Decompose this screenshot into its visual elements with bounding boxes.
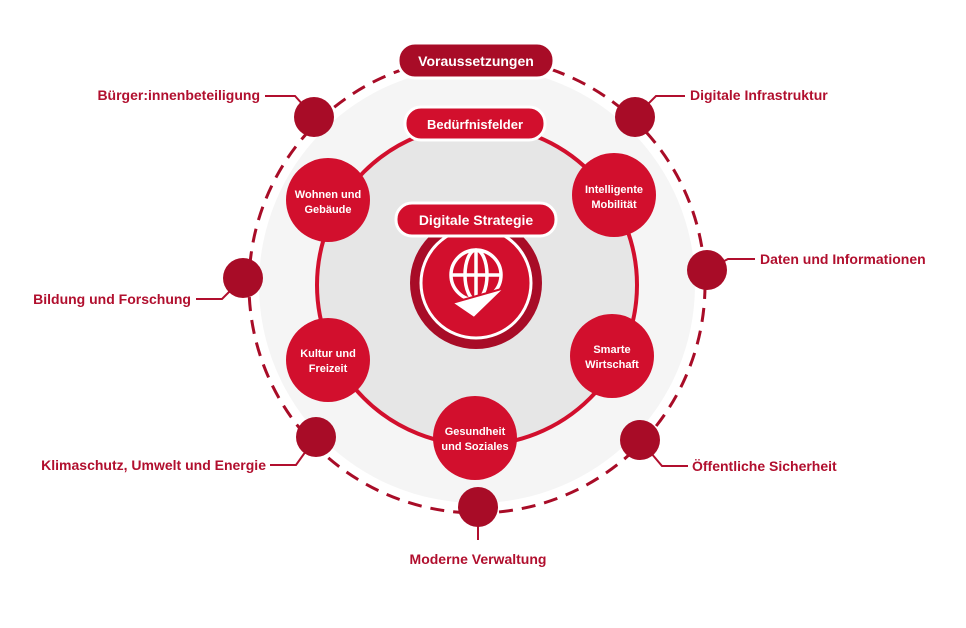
label-buergerbeteiligung: Bürger:innenbeteiligung bbox=[97, 87, 260, 103]
need-gesundheit-line2: und Soziales bbox=[441, 441, 508, 453]
need-circle-gesundheit bbox=[433, 396, 517, 480]
dot-digitale-infrastruktur bbox=[615, 97, 655, 137]
center-title: Digitale Strategie bbox=[419, 212, 534, 228]
need-gesundheit: Gesundheit und Soziales bbox=[441, 426, 508, 453]
needs-title: Bedürfnisfelder bbox=[427, 117, 523, 132]
need-mobilitaet-line1: Intelligente bbox=[585, 184, 643, 196]
globe-paper-plane-icon bbox=[449, 248, 506, 320]
label-klimaschutz: Klimaschutz, Umwelt und Energie bbox=[41, 457, 266, 473]
dot-buergerbeteiligung bbox=[294, 97, 334, 137]
label-verwaltung: Moderne Verwaltung bbox=[410, 551, 547, 567]
dot-daten bbox=[687, 250, 727, 290]
prerequisites-pill bbox=[396, 41, 556, 80]
need-circle-kultur bbox=[286, 318, 370, 402]
need-mobilitaet-line2: Mobilität bbox=[591, 199, 637, 211]
label-digitale-infrastruktur: Digitale Infrastruktur bbox=[690, 87, 828, 103]
need-circle-wirtschaft bbox=[570, 314, 654, 398]
dot-klimaschutz bbox=[296, 417, 336, 457]
need-kultur-line2: Freizeit bbox=[309, 363, 348, 375]
label-sicherheit: Öffentliche Sicherheit bbox=[692, 458, 837, 474]
need-wohnen-line2: Gebäude bbox=[304, 204, 351, 216]
need-wirtschaft-line1: Smarte bbox=[593, 344, 630, 356]
dot-bildung bbox=[223, 258, 263, 298]
need-wirtschaft-line2: Wirtschaft bbox=[585, 359, 639, 371]
label-bildung: Bildung und Forschung bbox=[33, 291, 191, 307]
center-title-pill bbox=[394, 201, 558, 238]
need-kultur-line1: Kultur und bbox=[300, 348, 356, 360]
need-circle-mobilitaet bbox=[572, 153, 656, 237]
prerequisites-title: Voraussetzungen bbox=[418, 53, 534, 69]
needs-pill bbox=[403, 105, 547, 142]
label-daten: Daten und Informationen bbox=[760, 251, 926, 267]
need-circle-wohnen bbox=[286, 158, 370, 242]
prerequisite-dots bbox=[223, 97, 727, 527]
need-gesundheit-line1: Gesundheit bbox=[445, 426, 506, 438]
need-wohnen-line1: Wohnen und bbox=[295, 189, 361, 201]
dot-verwaltung bbox=[458, 487, 498, 527]
dot-sicherheit bbox=[620, 420, 660, 460]
need-circles bbox=[286, 153, 656, 480]
